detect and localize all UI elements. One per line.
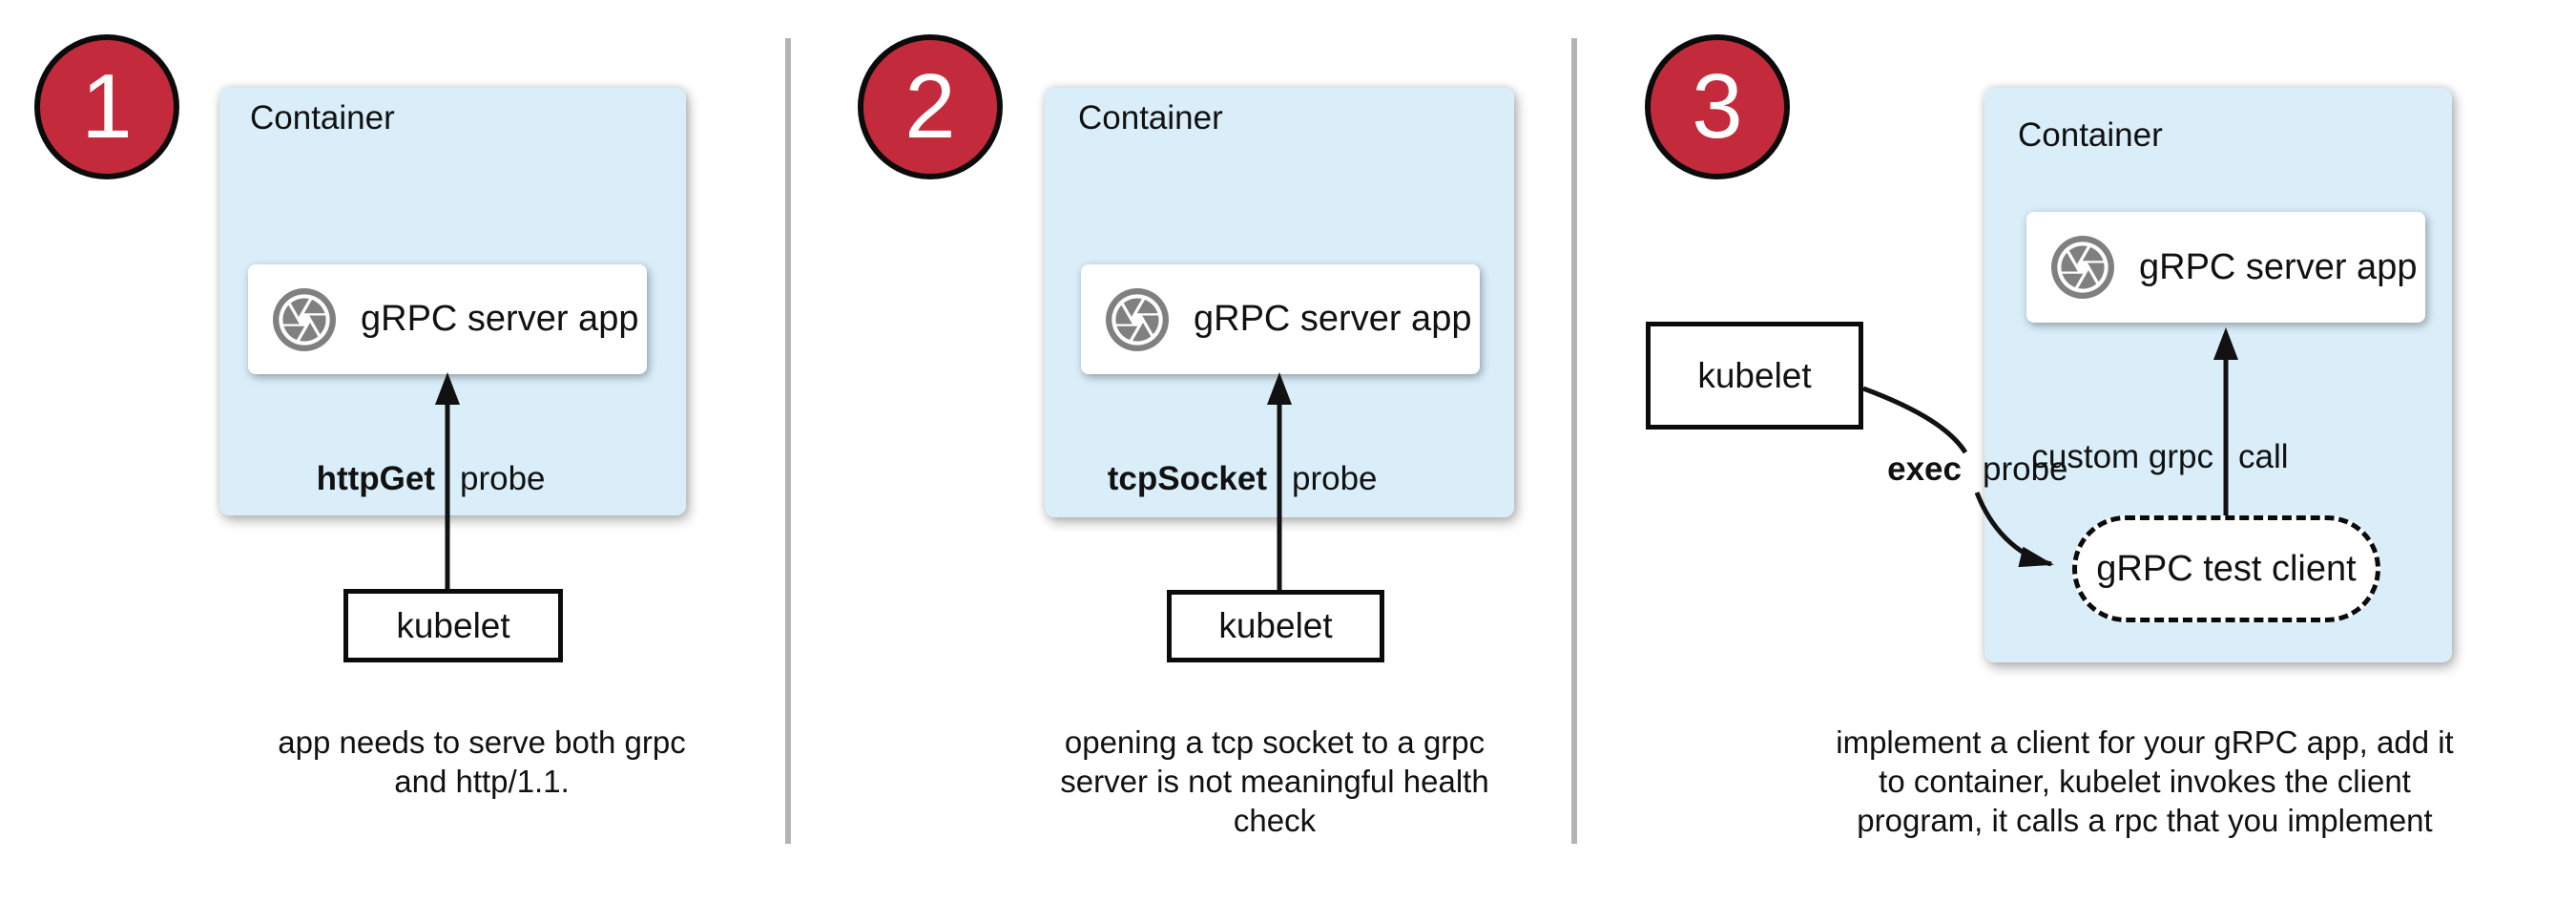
caption-line: server is not meaningful health (1060, 764, 1489, 799)
aperture-icon (2051, 236, 2114, 299)
kubelet-box-2: kubelet (1167, 590, 1384, 662)
probe-label-bold-3: exec (1887, 451, 1962, 488)
grpc-test-client-box: gRPC test client (2072, 515, 2380, 622)
custom-grpc-call-label-right: call (2238, 438, 2289, 475)
caption-3: implement a client for your gRPC app, ad… (1811, 723, 2479, 840)
kubelet-label: kubelet (1218, 606, 1333, 645)
caption-line: implement a client for your gRPC app, ad… (1836, 724, 2454, 760)
container-label-3: Container (2018, 116, 2163, 154)
app-box-label: gRPC server app (361, 299, 639, 339)
caption-line: program, it calls a rpc that you impleme… (1857, 803, 2433, 838)
caption-1: app needs to serve both grpc and http/1.… (148, 723, 816, 801)
step-badge-3: 3 (1645, 34, 1790, 179)
grpc-server-app-box-1: gRPC server app (248, 264, 647, 374)
probe-label-rest-1: probe (460, 460, 546, 497)
step-number: 3 (1692, 55, 1743, 157)
step-number: 2 (904, 55, 956, 157)
panel-divider-1 (785, 38, 791, 844)
caption-line: opening a tcp socket to a grpc (1064, 724, 1485, 760)
caption-line: to container, kubelet invokes the client (1879, 764, 2411, 799)
step-badge-2: 2 (858, 34, 1003, 179)
probe-label-bold-1: httpGet (316, 460, 435, 497)
app-box-label: gRPC server app (2139, 246, 2418, 287)
grpc-server-app-box-3: gRPC server app (2026, 212, 2425, 323)
container-label-1: Container (250, 99, 395, 136)
kubelet-label: kubelet (396, 605, 510, 645)
step-badge-1: 1 (34, 34, 179, 179)
aperture-icon (1106, 287, 1169, 351)
probe-label-rest-2: probe (1292, 460, 1378, 497)
app-box-label: gRPC server app (1194, 299, 1472, 339)
caption-2: opening a tcp socket to a grpc server is… (941, 723, 1609, 840)
caption-line: app needs to serve both grpc (278, 724, 686, 760)
probe-label-rest-3: probe (1983, 451, 2068, 488)
aperture-icon (273, 287, 336, 351)
kubelet-label: kubelet (1697, 355, 1812, 395)
step-number: 1 (81, 55, 133, 157)
grpc-server-app-box-2: gRPC server app (1081, 264, 1480, 374)
custom-grpc-call-label-left: custom grpc (2031, 438, 2213, 475)
probe-label-bold-2: tcpSocket (1107, 460, 1267, 497)
kubelet-box-3: kubelet (1646, 322, 1863, 430)
panel-divider-2 (1571, 38, 1577, 844)
caption-line: and http/1.1. (394, 764, 570, 799)
test-client-label: gRPC test client (2096, 548, 2357, 589)
container-label-2: Container (1078, 99, 1223, 136)
kubelet-box-1: kubelet (343, 589, 563, 662)
caption-line: check (1233, 803, 1317, 838)
